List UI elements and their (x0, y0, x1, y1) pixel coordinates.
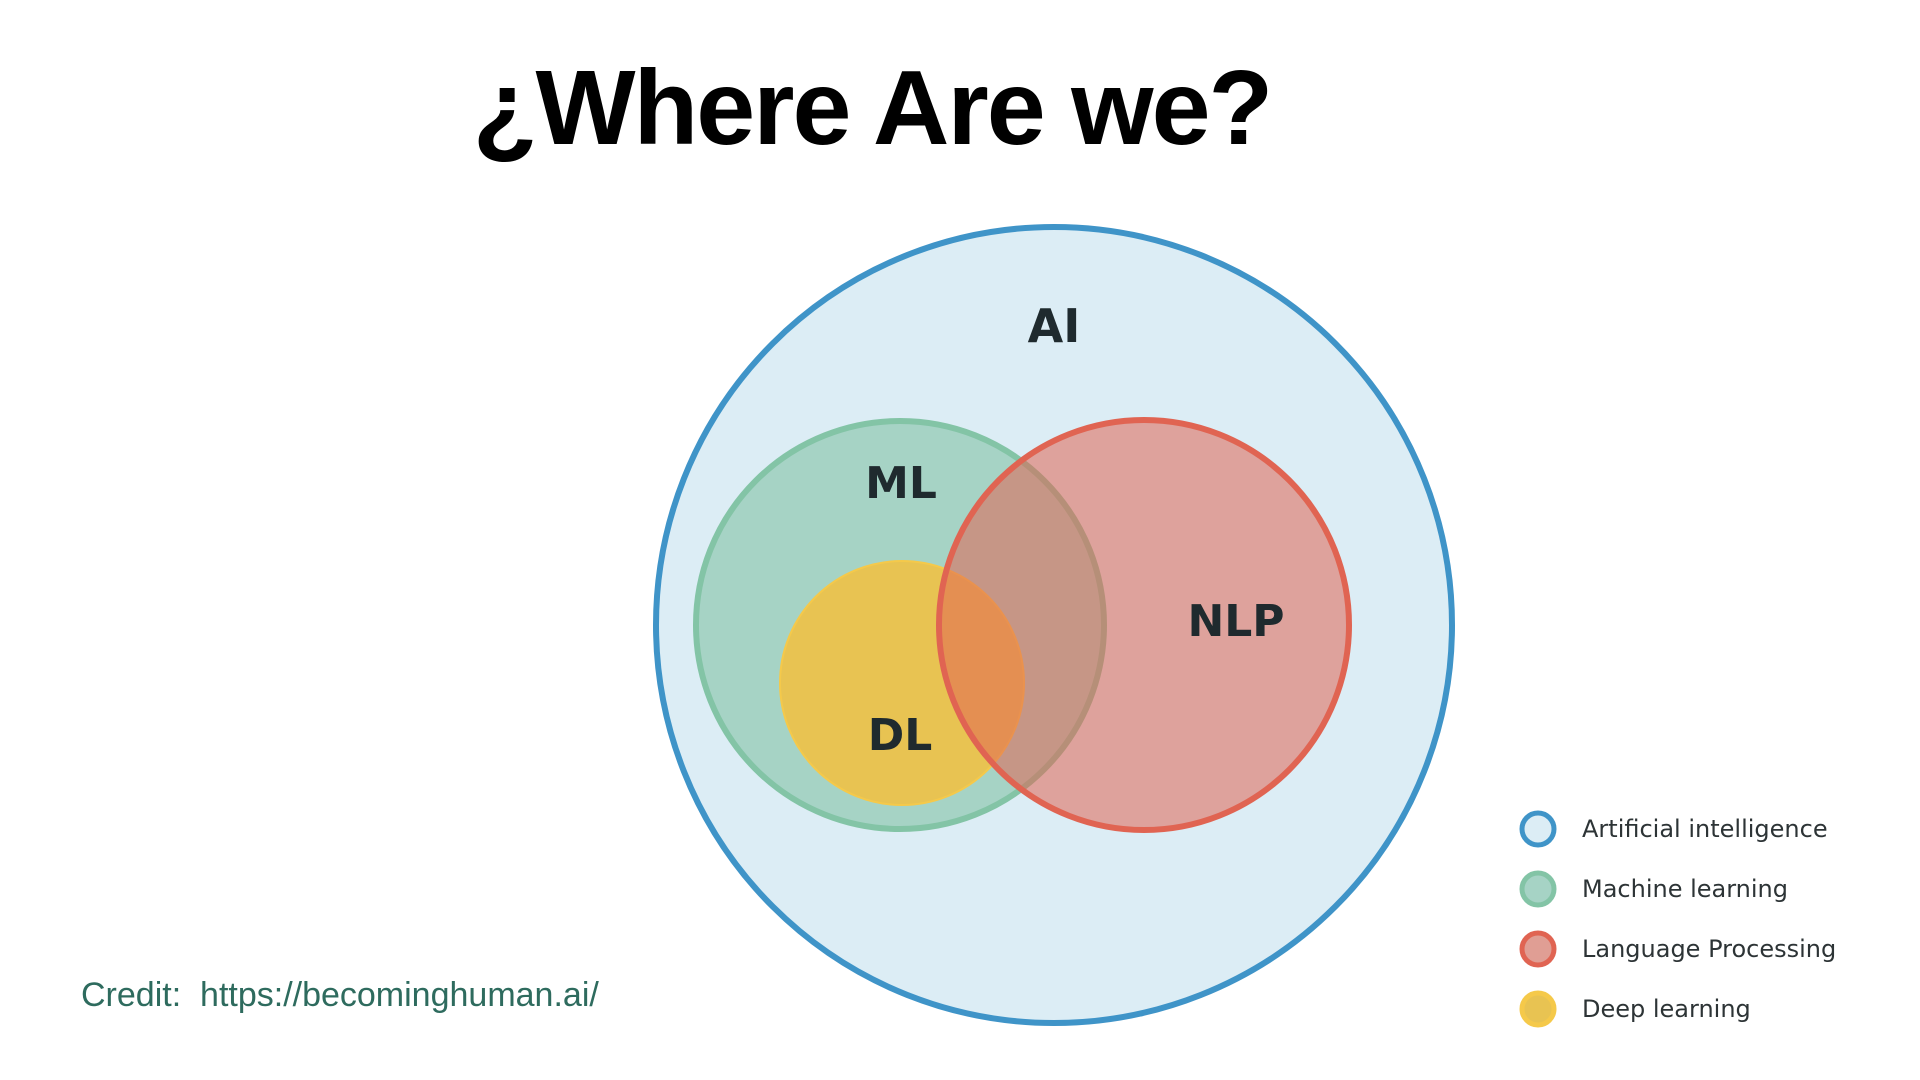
legend-nlp-swatch (1519, 930, 1557, 968)
nlp-label: NLP (1187, 596, 1284, 647)
legend-nlp-text: Language Processing (1582, 935, 1836, 963)
legend-ml-text: Machine learning (1582, 875, 1788, 903)
legend-item-dl: Deep learning (1519, 990, 1751, 1028)
legend-dl-text: Deep learning (1582, 995, 1751, 1023)
dl-label: DL (868, 710, 933, 761)
credit-link[interactable]: Credit: https://becominghuman.ai/ (81, 976, 599, 1014)
legend: Artificial intelligence Machine learning… (1519, 810, 1836, 1028)
legend-dl-swatch (1519, 990, 1557, 1028)
legend-item-nlp: Language Processing (1519, 930, 1836, 968)
legend-ai-swatch (1519, 810, 1557, 848)
legend-ml-swatch (1519, 870, 1557, 908)
ai-label: AI (1028, 299, 1081, 353)
nlp-circle (936, 417, 1352, 833)
slide-title: ¿Where Are we? (472, 49, 1274, 167)
legend-ai-text: Artificial intelligence (1582, 815, 1828, 843)
ml-label: ML (865, 458, 937, 509)
legend-item-ai: Artificial intelligence (1519, 810, 1828, 848)
legend-item-ml: Machine learning (1519, 870, 1788, 908)
